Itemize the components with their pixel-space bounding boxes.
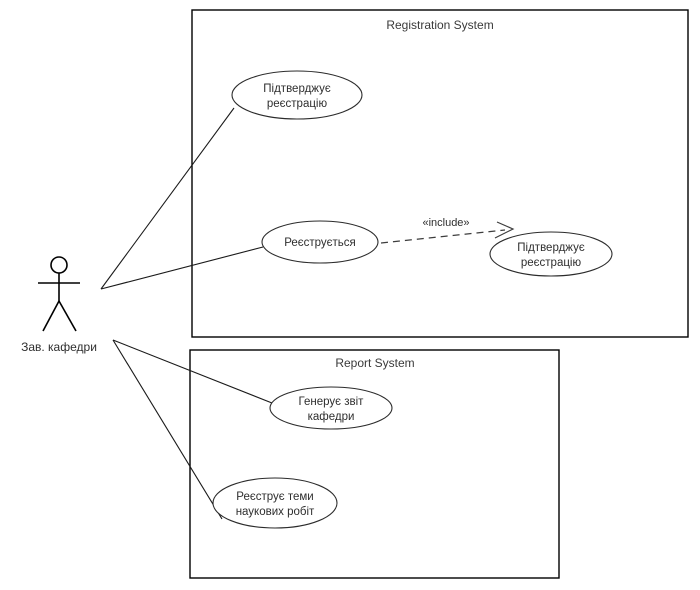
actor-head-of-department[interactable]: Зав. кафедри <box>21 256 97 354</box>
use-case-label-confirm-registration-2-line1: Підтверджує <box>517 242 585 254</box>
use-case-label-confirm-registration-1-line1: Підтверджує <box>263 83 331 95</box>
association-actor-to-register-research-topics[interactable] <box>112 339 223 520</box>
use-case-register-research-topics[interactable]: Реєструє теми наукових робіт <box>212 477 338 529</box>
use-case-confirm-registration-1[interactable]: Підтверджує реєстрацію <box>231 70 363 120</box>
system-boundary-rect-registration <box>191 9 689 338</box>
use-case-registers[interactable]: Реєструється <box>261 220 379 264</box>
association-actor-to-registers[interactable] <box>100 246 264 290</box>
actor-head-icon <box>50 256 68 274</box>
include-stereotype-label: «include» <box>422 217 469 229</box>
use-case-label-register-research-topics-line2: наукових робіт <box>236 506 315 518</box>
use-case-label-confirm-registration-1-line2: реєстрацію <box>267 98 328 110</box>
system-title-report: Report System <box>335 356 414 370</box>
use-case-generate-department-report[interactable]: Генерує звіт кафедри <box>269 386 393 430</box>
use-case-label-generate-department-report-line2: кафедри <box>308 411 355 423</box>
use-case-label-register-research-topics-line1: Реєструє теми <box>236 491 313 503</box>
use-case-confirm-registration-2[interactable]: Підтверджує реєстрацію <box>489 231 613 277</box>
include-dependency[interactable]: «include» <box>380 217 515 244</box>
system-boundary-report[interactable]: Report System <box>189 349 560 579</box>
use-case-ellipse-registers <box>261 220 379 264</box>
actor-label: Зав. кафедри <box>21 340 97 354</box>
use-case-label-confirm-registration-2-line2: реєстрацію <box>521 257 582 269</box>
association-actor-to-generate-department-report[interactable] <box>112 339 273 404</box>
use-case-label-registers: Реєструється <box>284 237 356 249</box>
use-case-ellipse-generate-department-report <box>269 386 393 430</box>
include-arrowhead-icon <box>494 221 515 239</box>
actor-leg-right-icon <box>58 300 77 332</box>
use-case-ellipse-confirm-registration-2 <box>489 231 613 277</box>
system-boundary-rect-report <box>189 349 560 579</box>
include-dashed-line <box>380 229 506 244</box>
use-case-ellipse-confirm-registration-1 <box>231 70 363 120</box>
system-title-registration: Registration System <box>386 18 493 32</box>
use-case-ellipse-register-research-topics <box>212 477 338 529</box>
system-boundary-registration[interactable]: Registration System <box>191 9 689 338</box>
use-case-label-generate-department-report-line1: Генерує звіт <box>299 396 365 408</box>
actor-leg-left-icon <box>42 300 60 332</box>
association-actor-to-confirm-registration-1[interactable] <box>100 107 235 290</box>
